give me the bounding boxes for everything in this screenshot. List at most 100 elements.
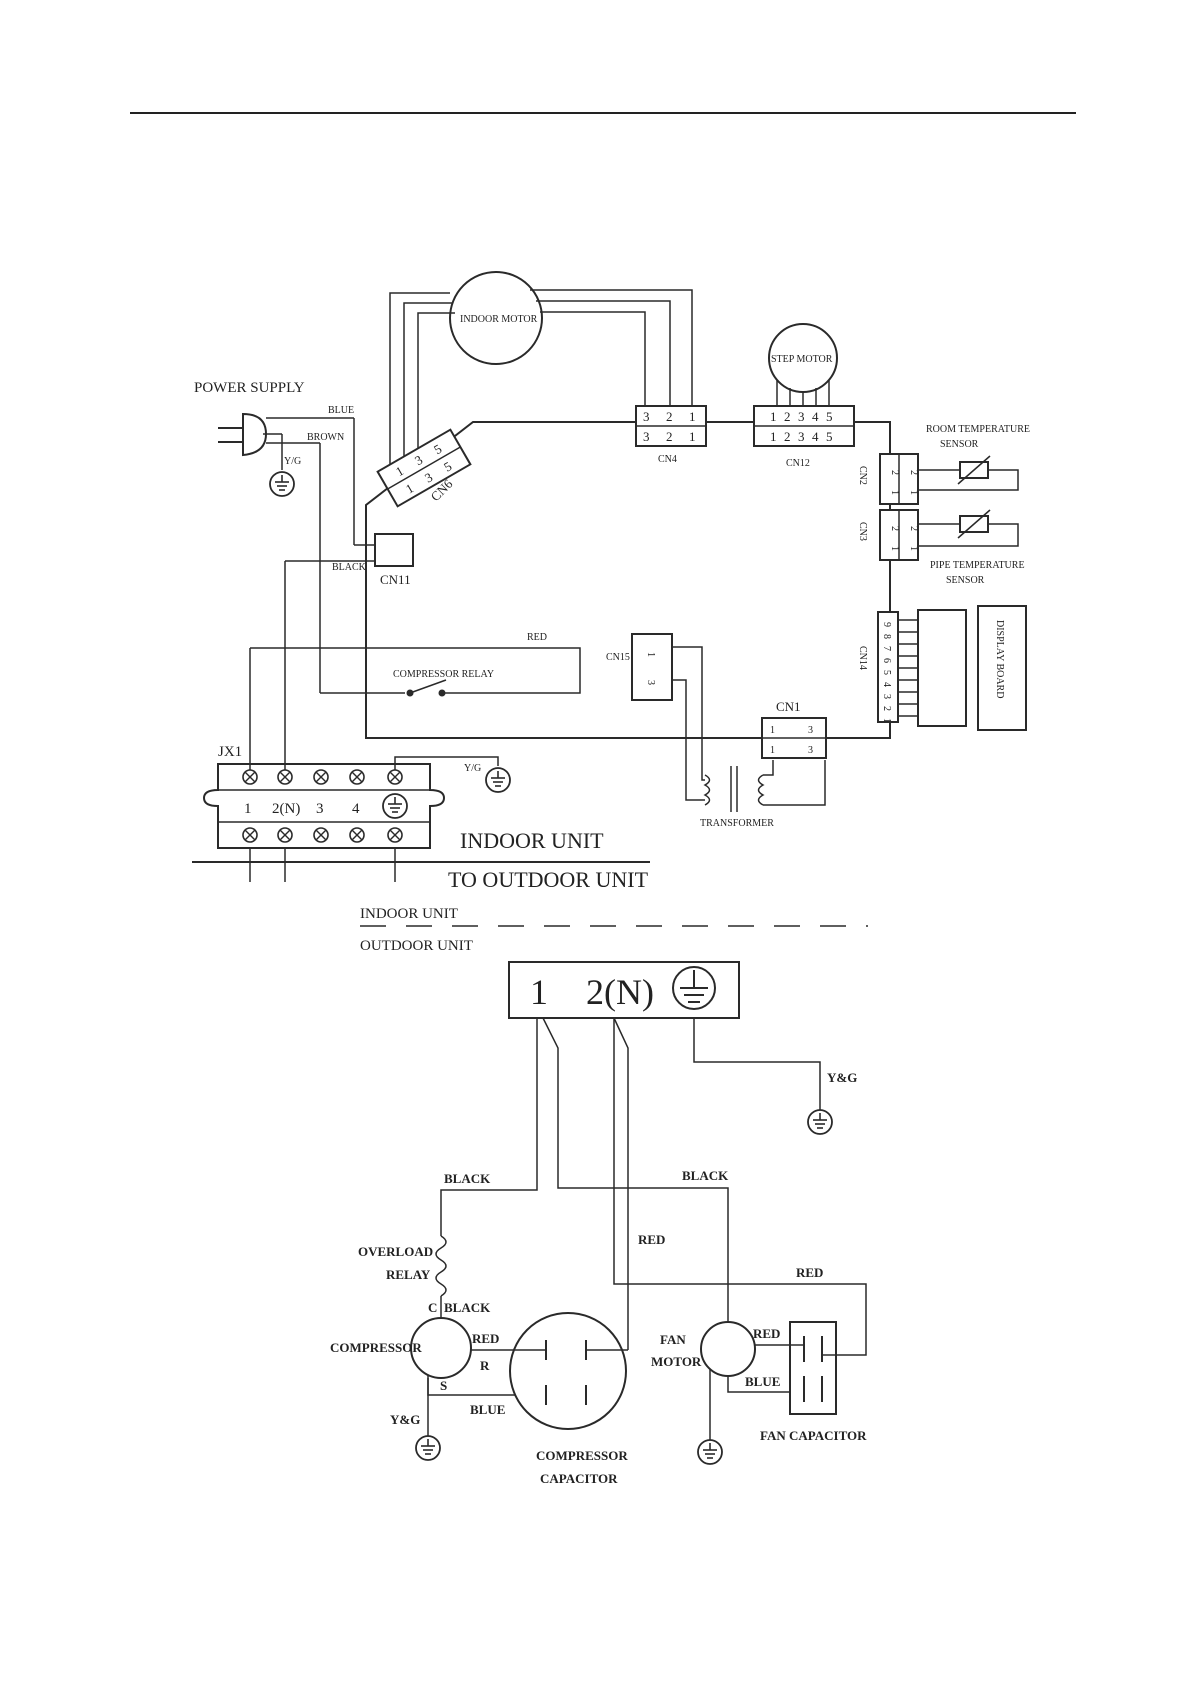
svg-text:2(N): 2(N): [272, 801, 300, 817]
connector-cn11: [374, 533, 414, 567]
connector-cn1: 1 3 1 3: [761, 717, 827, 759]
overload-relay-label-2: RELAY: [386, 1267, 431, 1282]
connector-cn15: 1 3: [631, 633, 673, 701]
svg-text:7: 7: [881, 646, 892, 651]
cn1-label: CN1: [776, 699, 801, 714]
black-c-label: BLACK: [444, 1300, 491, 1315]
fan-motor-label-2: MOTOR: [651, 1354, 702, 1369]
separator-indoor-label: INDOOR UNIT: [360, 906, 458, 922]
svg-text:2: 2: [908, 526, 919, 531]
svg-text:3: 3: [316, 801, 324, 817]
separator-outdoor-label: OUTDOOR UNIT: [360, 938, 473, 954]
svg-text:1: 1: [889, 490, 900, 495]
svg-text:3: 3: [643, 409, 650, 424]
overload-relay: [435, 1235, 447, 1297]
svg-text:3: 3: [808, 725, 813, 736]
cn2-label: CN2: [857, 466, 868, 485]
room-sensor-label-2: SENSOR: [940, 439, 979, 450]
svg-text:2: 2: [881, 706, 892, 711]
svg-text:1: 1: [645, 652, 656, 657]
cn14-label: CN14: [857, 646, 868, 670]
svg-text:1: 1: [908, 546, 919, 551]
wire-label-black: BLACK: [332, 562, 367, 573]
svg-text:1: 1: [770, 725, 775, 736]
compressor-capacitor-label-2: CAPACITOR: [540, 1471, 618, 1486]
overload-relay-label-1: OVERLOAD: [358, 1244, 433, 1259]
svg-text:3: 3: [808, 745, 813, 756]
pipe-sensor-label-2: SENSOR: [946, 575, 985, 586]
cn3-label: CN3: [857, 522, 868, 541]
compressor-label: COMPRESSOR: [330, 1340, 422, 1355]
connector-cn12: 1 2 3 4 5 1 2 3 4 5: [753, 405, 855, 447]
step-motor-label: STEP MOTOR: [771, 354, 833, 365]
svg-text:2: 2: [889, 470, 900, 475]
wire-red: [250, 647, 581, 694]
yg-compressor-label: Y&G: [390, 1412, 420, 1427]
connector-cn14: 9 8 7 6 5 4 3 2 1: [877, 611, 899, 723]
svg-text:3: 3: [798, 429, 805, 444]
screw-icon-top-2: [277, 769, 293, 785]
red-right-label: RED: [796, 1265, 823, 1280]
power-supply-label: POWER SUPPLY: [194, 380, 305, 396]
connector-cn3: 2 1 2 1: [879, 509, 919, 561]
svg-text:3: 3: [881, 694, 892, 699]
svg-text:1: 1: [244, 801, 252, 817]
display-harness: [917, 609, 967, 727]
fan-capacitor-label: FAN CAPACITOR: [760, 1428, 867, 1443]
screw-icon-top-5: [387, 769, 403, 785]
svg-text:1: 1: [770, 429, 777, 444]
pipe-sensor-label-1: PIPE TEMPERATURE: [930, 560, 1025, 571]
svg-text:5: 5: [826, 409, 833, 424]
fan-motor: [700, 1321, 756, 1377]
ground-icon-terminal: [382, 793, 408, 819]
connector-cn4: 3 2 1 3 2 1: [635, 405, 707, 447]
cn12-label: CN12: [786, 458, 810, 469]
svg-text:2: 2: [908, 470, 919, 475]
svg-text:2: 2: [666, 429, 673, 444]
compressor-capacitor-plates: [510, 1340, 628, 1405]
svg-text:2: 2: [784, 409, 791, 424]
cn14-to-display-wires: [898, 619, 918, 717]
svg-text:8: 8: [881, 634, 892, 639]
blue-s-label: BLUE: [470, 1402, 505, 1417]
fan-motor-label-1: FAN: [660, 1332, 686, 1347]
svg-text:4: 4: [812, 409, 819, 424]
jx1-terminal-block: [202, 763, 446, 849]
svg-text:3: 3: [645, 680, 656, 685]
relay-switch-arm: [409, 679, 447, 694]
wire-label-red: RED: [527, 632, 547, 643]
pin-r-label: R: [480, 1358, 490, 1373]
screw-icon-bottom-1: [242, 827, 258, 843]
terminal-1-label: 1: [530, 972, 548, 1012]
fan-capacitor-plates: [790, 1336, 836, 1402]
outdoor-diagram: 1 2(N) Y&G BLACK BLACK RED RED OVERLOAD …: [330, 961, 867, 1486]
terminal-2n-label: 2(N): [586, 972, 654, 1012]
jx1-label: JX1: [218, 744, 242, 760]
indoor-motor-label: INDOOR MOTOR: [460, 314, 538, 325]
svg-text:5: 5: [826, 429, 833, 444]
svg-text:1: 1: [770, 409, 777, 424]
screw-icon-top-3: [313, 769, 329, 785]
svg-text:1: 1: [689, 429, 696, 444]
display-board-label: DISPLAY BOARD: [994, 620, 1005, 698]
svg-text:2: 2: [666, 409, 673, 424]
pin-c-label: C: [428, 1300, 437, 1315]
cn11-label: CN11: [380, 572, 411, 587]
screw-icon-bottom-3: [313, 827, 329, 843]
ground-icon-supply: [269, 471, 295, 497]
connector-cn6: 1 3 5 1 3 5: [376, 428, 472, 508]
display-board: [977, 605, 1027, 731]
svg-text:4: 4: [352, 801, 360, 817]
relay-contact-right: [438, 689, 446, 697]
pin-s-label: S: [440, 1378, 447, 1393]
power-plug-icon: [218, 412, 268, 457]
cn15-label: CN15: [606, 652, 630, 663]
black-right-label: BLACK: [682, 1168, 729, 1183]
svg-text:4: 4: [812, 429, 819, 444]
room-sensor-label-1: ROOM TEMPERATURE: [926, 424, 1030, 435]
transformer-label: TRANSFORMER: [700, 818, 774, 829]
blue-fan-label: BLUE: [745, 1374, 780, 1389]
svg-text:1: 1: [889, 546, 900, 551]
